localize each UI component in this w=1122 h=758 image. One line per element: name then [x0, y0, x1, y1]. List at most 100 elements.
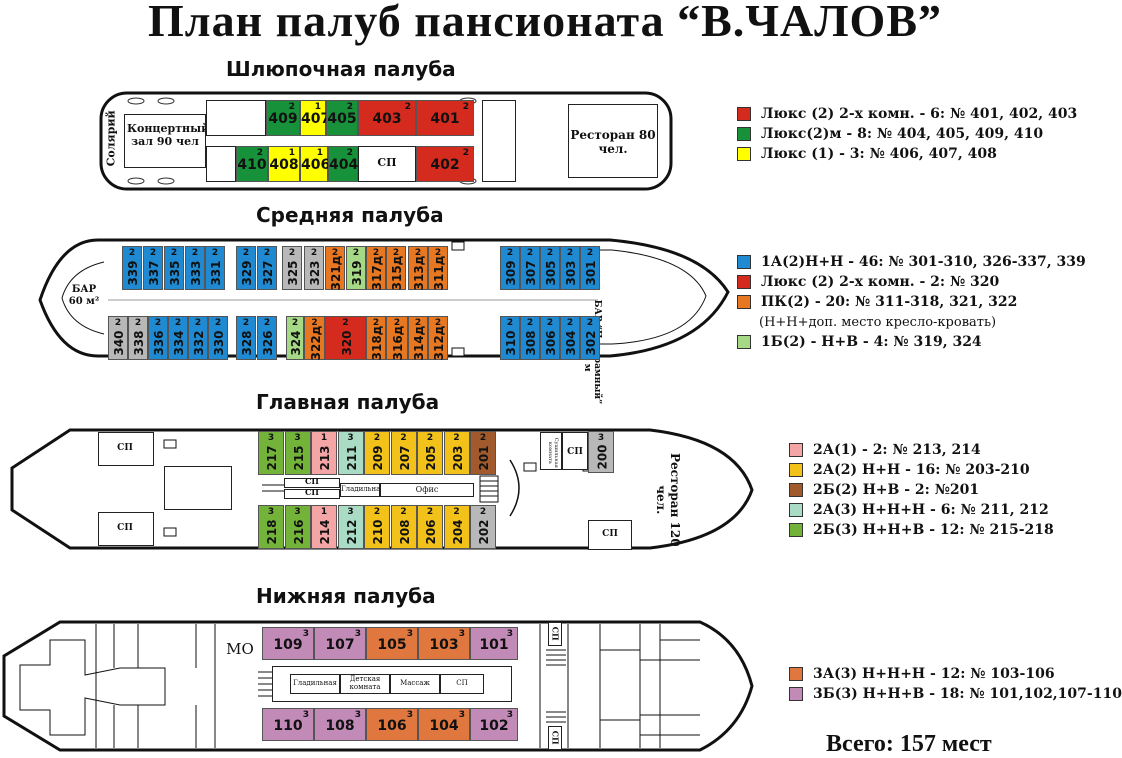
cabin-number: 402	[430, 157, 460, 173]
cabin-number: 317д	[370, 255, 384, 291]
cabin-number: 336	[152, 330, 166, 356]
cabin-capacity: 2	[263, 248, 271, 258]
cabin-capacity: 2	[400, 507, 407, 517]
cabin-capacity: 2	[586, 318, 594, 328]
cabin-capacity: 3	[597, 433, 605, 443]
cabin-capacity: 2	[506, 318, 514, 328]
cabin-capacity: 3	[458, 629, 465, 639]
legend-text: Люкс (1) - 3: № 406, 407, 408	[761, 146, 997, 162]
legend-item: Люкс(2)м - 8: № 404, 405, 409, 410	[737, 124, 1077, 144]
main-sp-bottom-right: СП	[588, 520, 632, 550]
cabin-capacity: 2	[311, 318, 318, 328]
cabin-capacity: 2	[453, 433, 460, 443]
legend-item: 2А(1) - 2: № 213, 214	[789, 440, 1054, 460]
cabin-capacity: 3	[294, 507, 301, 517]
cabin-capacity: 2	[310, 248, 318, 258]
main-sp-center-1: СП	[284, 476, 340, 488]
boat-cabin-area-bottom	[206, 146, 236, 182]
cabin-number: 200	[595, 444, 610, 470]
